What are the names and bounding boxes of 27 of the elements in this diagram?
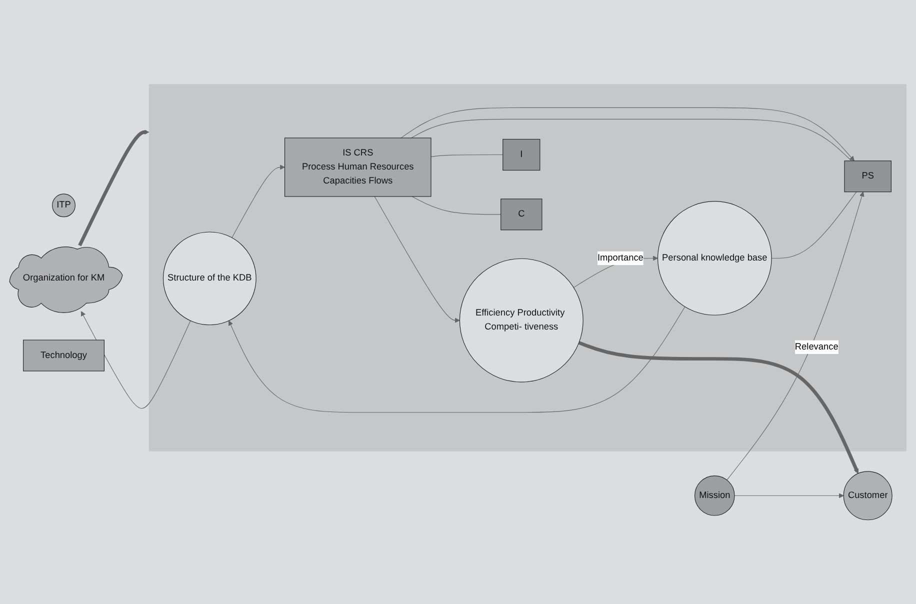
arrow [78, 130, 150, 246]
node-box: I [502, 138, 540, 171]
node-circle: Structure of the KDB [162, 232, 256, 326]
node-circle: Efficiency Productivity Competi- tiveness [459, 258, 584, 382]
arrow [578, 341, 859, 474]
node-box: C [500, 198, 542, 230]
arrow [232, 164, 285, 238]
node-circle: ITP [52, 194, 76, 218]
node-box: PS [844, 160, 892, 192]
connector [771, 192, 857, 259]
arrow [400, 107, 854, 162]
arrow [374, 196, 460, 323]
connector [410, 118, 852, 162]
arrow [80, 311, 191, 409]
edge-label: Relevance [794, 342, 838, 352]
node-circle: Customer [843, 471, 892, 520]
edge-label: Importance [597, 253, 644, 263]
connector [412, 196, 502, 215]
connector [430, 154, 504, 158]
cluster [148, 84, 906, 452]
arrow [734, 493, 844, 498]
node-box: IS CRS Process Human Resources Capacities Flows [284, 138, 432, 197]
node-circle: Mission [694, 476, 735, 516]
node-box: Technology [23, 340, 104, 372]
arrow [726, 192, 864, 480]
node-circle: Personal knowledge base [657, 201, 772, 316]
arrow [228, 306, 686, 413]
